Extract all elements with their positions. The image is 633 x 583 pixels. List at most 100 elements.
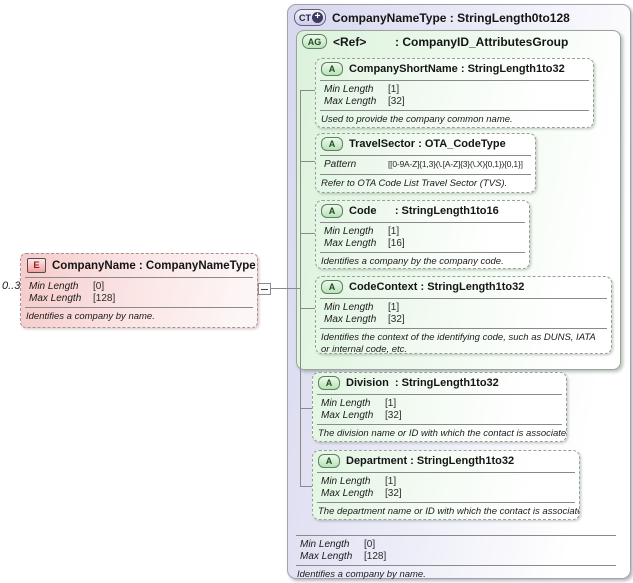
attribute-header[interactable]: A CodeContext : StringLength1to32 bbox=[316, 277, 611, 296]
collapse-toggle[interactable] bbox=[258, 283, 271, 295]
element-facts: Min Length [0] Max Length [128] bbox=[25, 277, 253, 308]
fact-row: Min Length [1] bbox=[322, 84, 587, 96]
fact-value: [1] bbox=[385, 398, 397, 409]
complextype-description: Identifies a company by name. bbox=[297, 569, 426, 580]
attribute-travelsector-box[interactable]: A TravelSector : OTA_CodeType Pattern [[… bbox=[315, 133, 536, 193]
fact-row: Max Length [128] bbox=[27, 293, 251, 305]
attribute-header[interactable]: A Department : StringLength1to32 bbox=[313, 451, 579, 470]
fact-value: [[0-9A-Z]{1,3}(\.[A-Z]{3}(\.X){0,1}){0,1… bbox=[388, 159, 523, 169]
fact-name: Max Length bbox=[300, 550, 353, 562]
fact-name: Min Length bbox=[29, 281, 79, 292]
attribute-codecontext-box[interactable]: A CodeContext : StringLength1to32 Min Le… bbox=[315, 276, 612, 354]
attribute-description: Refer to OTA Code List Travel Sector (TV… bbox=[321, 177, 508, 189]
attribute-facts: Min Length [1] Max Length [32] bbox=[317, 472, 575, 503]
attribute-facts: Min Length [1] Max Length [16] bbox=[320, 222, 525, 253]
attribute-title: Division : StringLength1to32 bbox=[346, 377, 499, 389]
fact-name: Pattern bbox=[324, 159, 357, 170]
fact-row: Min Length [1] bbox=[319, 476, 573, 488]
fact-row: Max Length [16] bbox=[322, 238, 523, 250]
attribute-icon: A bbox=[318, 454, 340, 468]
attribute-code-box[interactable]: A Code : StringLength1to16 Min Length [1… bbox=[315, 200, 530, 269]
attribute-title: Department : StringLength1to32 bbox=[346, 455, 515, 467]
attribute-header[interactable]: A Code : StringLength1to16 bbox=[316, 201, 529, 220]
attribute-facts: Min Length [1] Max Length [32] bbox=[317, 394, 562, 425]
fact-name: Max Length bbox=[29, 292, 82, 304]
attribute-icon: A bbox=[321, 204, 343, 218]
fact-row: Max Length [32] bbox=[319, 410, 560, 422]
fact-value: [128] bbox=[364, 550, 387, 562]
connector-line bbox=[300, 161, 315, 162]
element-title: CompanyName : CompanyNameType bbox=[52, 259, 256, 272]
fact-row: Max Length [32] bbox=[322, 314, 605, 326]
element-description: Identifies a company by name. bbox=[26, 311, 155, 322]
fact-row: Min Length [1] bbox=[319, 398, 560, 410]
fact-name: Max Length bbox=[321, 487, 374, 499]
fact-value: [32] bbox=[388, 313, 405, 325]
connector-line bbox=[271, 288, 300, 289]
complextype-icon: CT + bbox=[294, 9, 326, 26]
attribute-title: CodeContext : StringLength1to32 bbox=[349, 281, 525, 293]
connector-line bbox=[300, 233, 315, 234]
minus-icon bbox=[261, 288, 268, 290]
attribute-header[interactable]: A Division : StringLength1to32 bbox=[313, 373, 566, 392]
element-companyname-box[interactable]: E CompanyName : CompanyNameType Min Leng… bbox=[20, 253, 258, 328]
attribute-description: Used to provide the company common name. bbox=[321, 114, 513, 125]
complextype-header[interactable]: CT + CompanyNameType : StringLength0to12… bbox=[288, 5, 630, 28]
fact-value: [1] bbox=[388, 302, 400, 313]
element-header[interactable]: E CompanyName : CompanyNameType bbox=[21, 254, 257, 275]
fact-value: [1] bbox=[388, 226, 400, 237]
attribute-description: Identifies a company by the company code… bbox=[321, 256, 504, 267]
complextype-facts-section: Min Length [0] Max Length [128] Identifi… bbox=[292, 533, 620, 583]
fact-name: Max Length bbox=[324, 95, 377, 107]
complextype-facts: Min Length [0] Max Length [128] bbox=[296, 535, 616, 566]
attributegroup-ref-label: <Ref> bbox=[333, 34, 367, 49]
fact-row: Min Length [1] bbox=[322, 226, 523, 238]
attribute-facts: Min Length [1] Max Length [32] bbox=[320, 298, 607, 329]
attribute-header[interactable]: A CompanyShortName : StringLength1to32 bbox=[316, 59, 593, 78]
fact-value: [0] bbox=[93, 281, 105, 292]
attribute-division-box[interactable]: A Division : StringLength1to32 Min Lengt… bbox=[312, 372, 567, 442]
fact-value: [1] bbox=[385, 476, 397, 487]
attribute-facts: Pattern [[0-9A-Z]{1,3}(\.[A-Z]{3}(\.X){0… bbox=[320, 155, 531, 175]
attribute-description: The department name or ID with which the… bbox=[318, 506, 580, 517]
connector-line bbox=[300, 308, 315, 309]
fact-value: [16] bbox=[388, 237, 405, 249]
attribute-description: Identifies the context of the identifyin… bbox=[321, 332, 596, 354]
fact-value: [0] bbox=[364, 539, 376, 550]
fact-row: Min Length [0] bbox=[27, 281, 251, 293]
fact-value: [128] bbox=[93, 292, 116, 304]
attributegroup-icon: AG bbox=[302, 34, 327, 49]
fact-name: Max Length bbox=[321, 409, 374, 421]
complextype-title: CompanyNameType : StringLength0to128 bbox=[332, 10, 570, 25]
attribute-facts: Min Length [1] Max Length [32] bbox=[320, 80, 589, 111]
fact-value: [32] bbox=[385, 487, 402, 499]
fact-row: Max Length [128] bbox=[298, 551, 614, 563]
attribute-title: TravelSector : OTA_CodeType bbox=[349, 138, 506, 150]
attribute-title: CompanyShortName : StringLength1to32 bbox=[349, 63, 565, 75]
attribute-icon: A bbox=[318, 376, 340, 390]
attribute-header[interactable]: A TravelSector : OTA_CodeType bbox=[316, 134, 535, 153]
cardinality-label: 0..3 bbox=[2, 280, 21, 292]
fact-name: Min Length bbox=[324, 226, 374, 237]
fact-row: Max Length [32] bbox=[319, 488, 573, 500]
fact-name: Min Length bbox=[300, 539, 350, 550]
fact-name: Max Length bbox=[324, 313, 377, 325]
fact-row: Min Length [0] bbox=[298, 539, 614, 551]
attribute-icon: A bbox=[321, 280, 343, 294]
fact-name: Min Length bbox=[321, 476, 371, 487]
fact-row: Pattern [[0-9A-Z]{1,3}(\.[A-Z]{3}(\.X){0… bbox=[322, 159, 529, 171]
connector-line bbox=[300, 486, 312, 487]
attributegroup-title: : CompanyID_AttributesGroup bbox=[395, 34, 569, 49]
fact-name: Max Length bbox=[324, 237, 377, 249]
fact-value: [1] bbox=[388, 84, 400, 95]
attribute-companyshortname-box[interactable]: A CompanyShortName : StringLength1to32 M… bbox=[315, 58, 594, 128]
attribute-icon: A bbox=[321, 62, 343, 76]
attribute-department-box[interactable]: A Department : StringLength1to32 Min Len… bbox=[312, 450, 580, 520]
fact-row: Min Length [1] bbox=[322, 302, 605, 314]
fact-value: [32] bbox=[388, 95, 405, 107]
attributegroup-header[interactable]: AG <Ref> : CompanyID_AttributesGroup bbox=[297, 31, 620, 51]
plus-icon: + bbox=[312, 12, 323, 23]
connector-line bbox=[300, 90, 315, 91]
attribute-title: Code : StringLength1to16 bbox=[349, 205, 499, 217]
